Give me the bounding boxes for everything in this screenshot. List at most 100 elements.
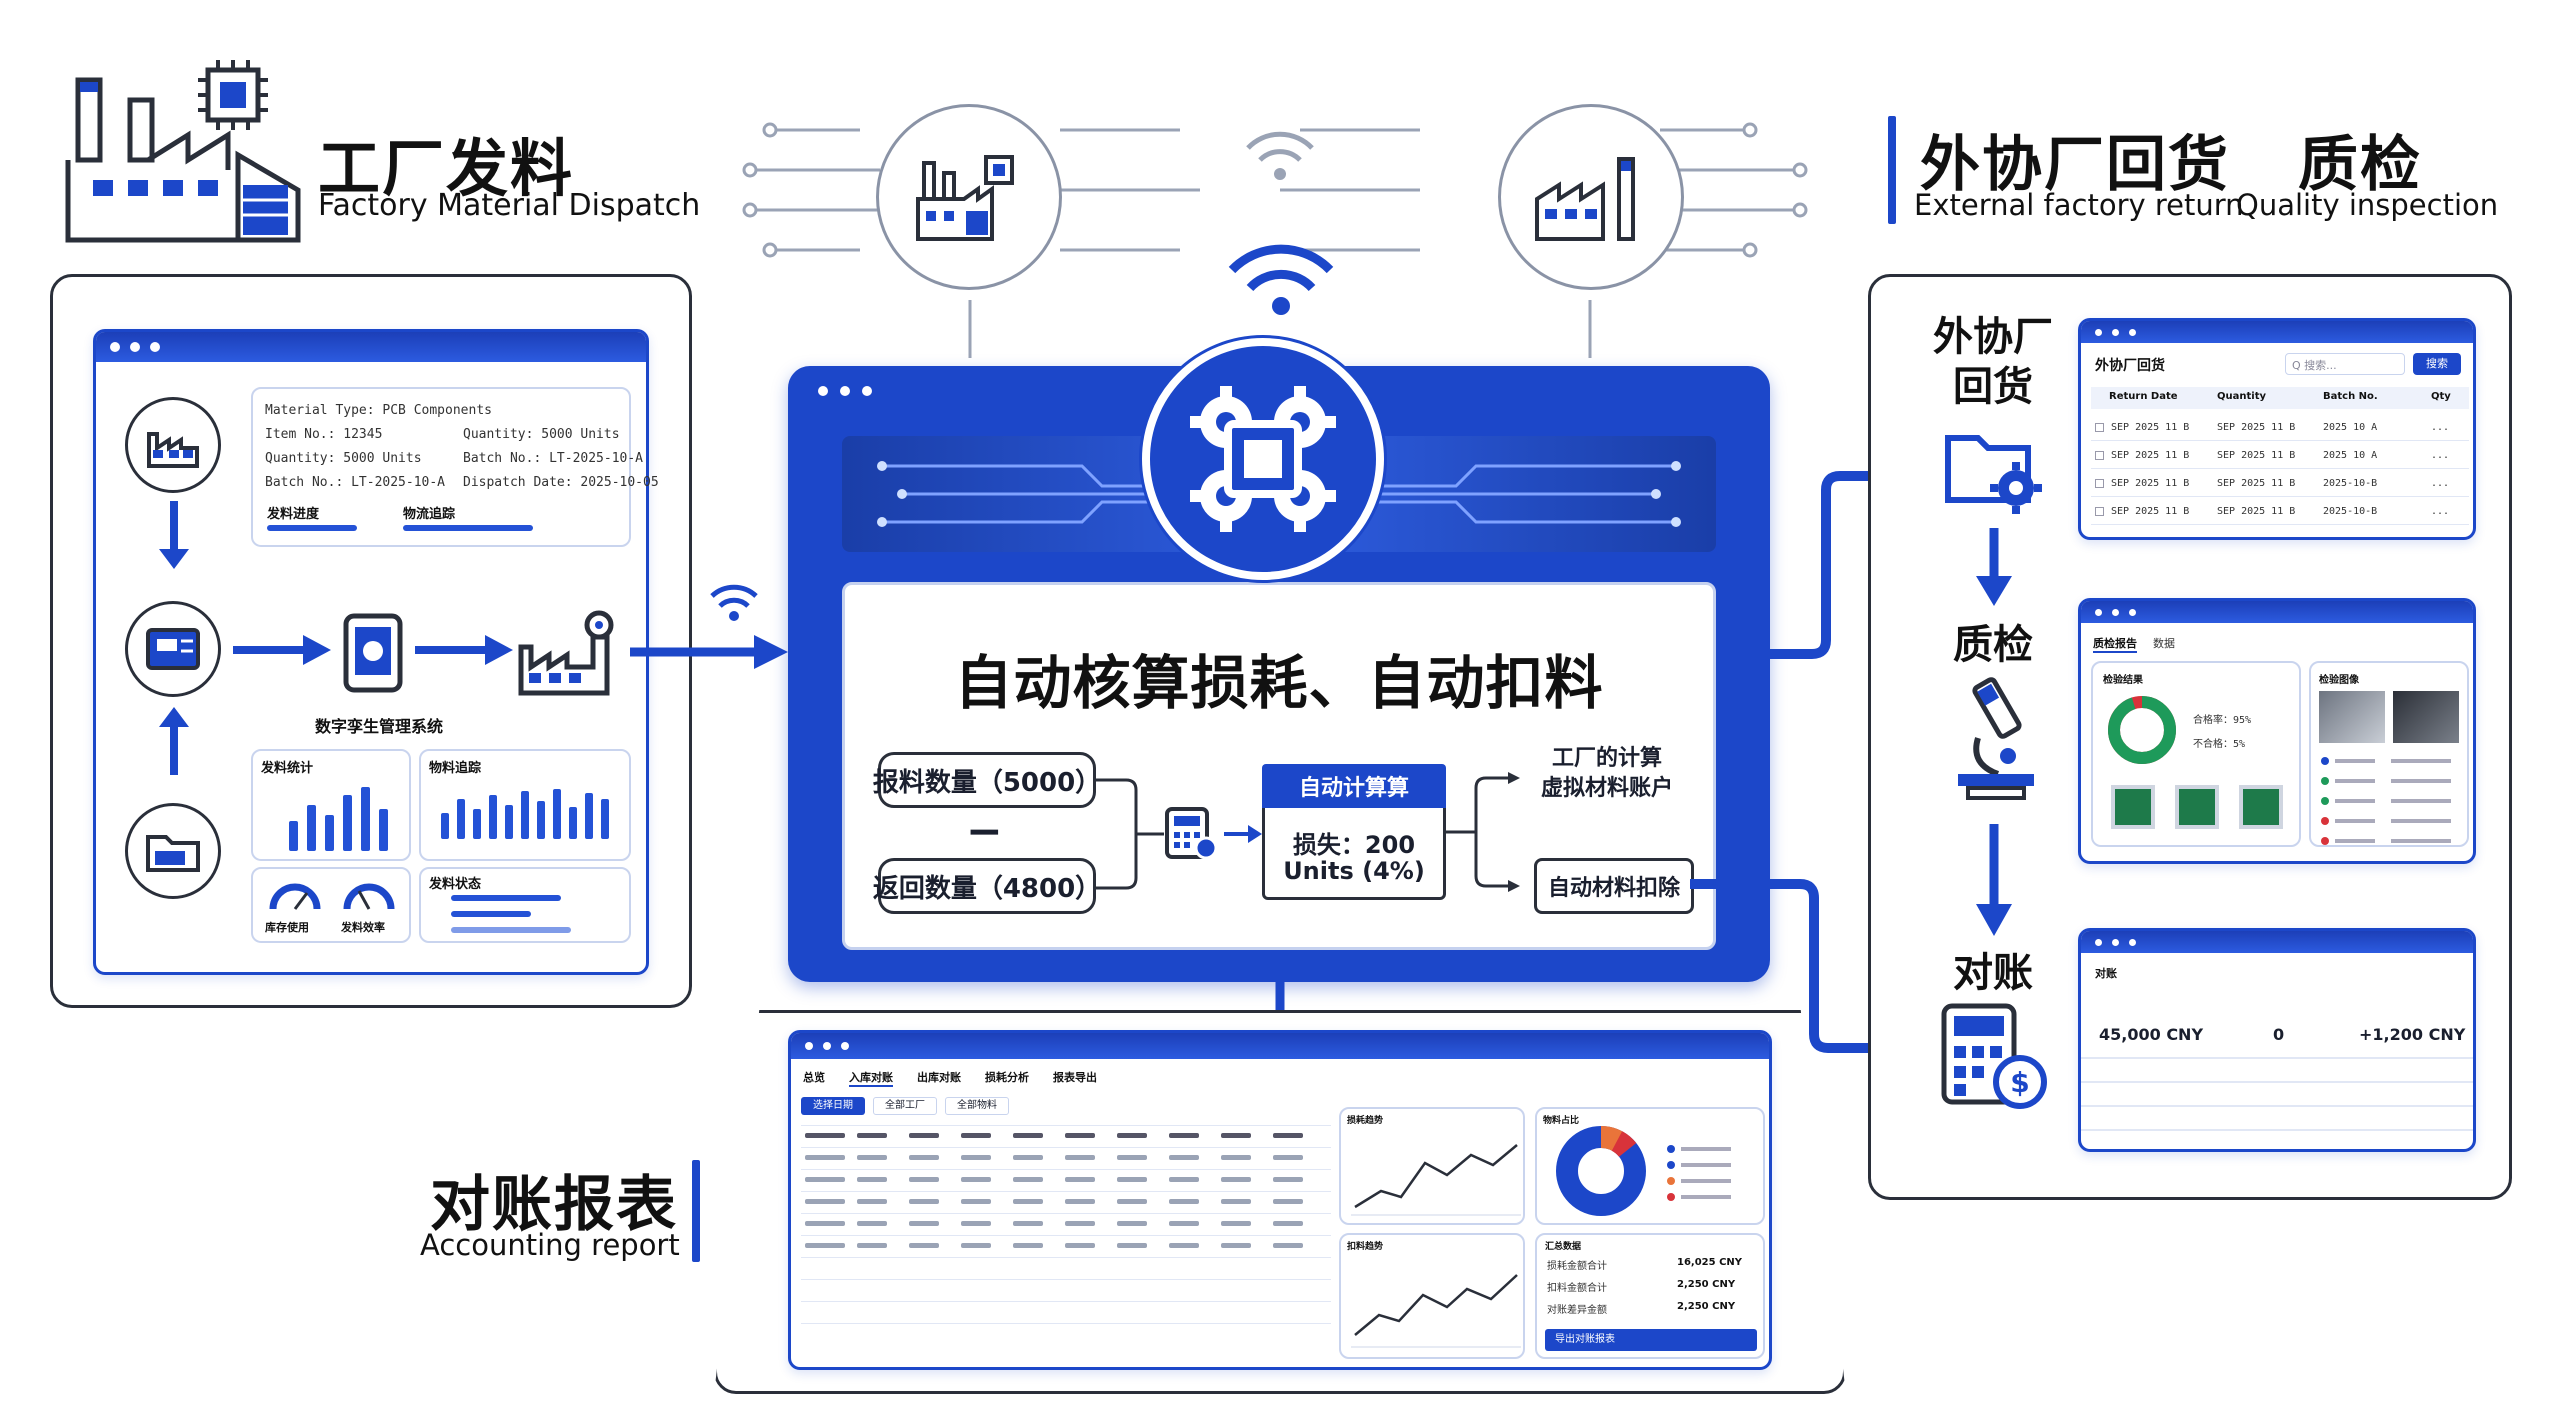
filter-material[interactable]: 全部物料 — [945, 1097, 1009, 1115]
bar-group — [283, 779, 403, 851]
tab-qc-report[interactable]: 质检报告 — [2093, 635, 2137, 653]
table-cell — [909, 1199, 939, 1204]
table-cell — [1013, 1243, 1043, 1248]
summary-label: 扣料金额合计 — [1547, 1283, 1607, 1294]
bottom-section-subtitle: Accounting report — [420, 1228, 680, 1262]
auto-deduction: 自动材料扣除 — [1534, 858, 1694, 914]
trend-chart-title: 损耗趋势 — [1347, 1116, 1384, 1126]
step-return-label: 外协厂 回货 — [1933, 314, 2053, 410]
tab-overview[interactable]: 总览 — [803, 1071, 825, 1084]
recon-value: 0 — [2273, 1025, 2285, 1044]
table-cell — [857, 1155, 887, 1160]
table-row — [801, 1169, 1331, 1170]
filter-date[interactable]: 选择日期 — [801, 1097, 865, 1115]
table-cell — [961, 1221, 991, 1226]
column-header: Return Date — [2109, 391, 2178, 402]
return-window: 外协厂回货 Q 搜索... 搜索 Return Date Quantity Ba… — [2078, 318, 2476, 540]
table-cell: 2025-10-B — [2323, 506, 2378, 517]
dispatch-bar-chart-card: 发料统计 — [251, 749, 411, 861]
search-placeholder: Q 搜索... — [2292, 359, 2337, 372]
table-cell — [961, 1199, 991, 1204]
down-arrow — [1976, 528, 2012, 606]
table-row — [801, 1235, 1331, 1236]
wifi-icon — [1226, 244, 1336, 318]
search-input[interactable]: Q 搜索... — [2285, 353, 2405, 375]
row-checkbox[interactable] — [2095, 423, 2104, 432]
search-button[interactable]: 搜索 — [2413, 353, 2461, 375]
table-cell — [1273, 1177, 1303, 1182]
row-checkbox[interactable] — [2095, 479, 2104, 488]
table-cell — [1013, 1221, 1043, 1226]
row-checkbox[interactable] — [2095, 451, 2104, 460]
table-cell: 2025 10 A — [2323, 450, 2378, 461]
summary-value: 2,250 CNY — [1677, 1301, 1736, 1312]
folder-gear-icon — [1944, 424, 2044, 514]
calc-box: 自动计算算 损失：200 Units (4%) — [1262, 764, 1446, 900]
table-cell — [961, 1243, 991, 1248]
window-titlebar — [2081, 601, 2473, 623]
to-calc-arrow — [1224, 825, 1262, 843]
table-cell — [805, 1133, 845, 1138]
bar-group-2 — [437, 783, 627, 839]
bar — [289, 821, 298, 851]
bottom-section-title: 对账报表 — [430, 1170, 678, 1240]
table-cell — [1169, 1177, 1199, 1182]
component-thumb — [2239, 785, 2283, 829]
table-cell — [909, 1155, 939, 1160]
table-row — [801, 1323, 1331, 1324]
tablet-icon — [343, 613, 403, 693]
bar — [489, 795, 497, 839]
tab-outbound[interactable]: 出库对账 — [917, 1071, 961, 1084]
right-section-subtitle-2: Quality inspection — [2236, 188, 2499, 222]
window-dots — [818, 386, 872, 396]
tab-export[interactable]: 报表导出 — [1053, 1071, 1097, 1084]
right-title-bar — [1888, 116, 1896, 224]
table-cell — [961, 1155, 991, 1160]
trend-chart-title-2: 扣料趋势 — [1347, 1242, 1384, 1252]
fail-label: 不合格：5% — [2193, 739, 2246, 750]
progress-bar-2 — [403, 525, 533, 531]
tab-inbound[interactable]: 入库对账 — [849, 1069, 893, 1087]
bar — [569, 807, 577, 839]
progress-label-1: 发料进度 — [267, 507, 320, 522]
step-qc-label: 质检 — [1953, 622, 2033, 668]
export-report-button[interactable]: 导出对账报表 — [1545, 1329, 1757, 1351]
gauge-icon — [343, 883, 395, 910]
bar — [457, 799, 465, 839]
trend-line — [1351, 1274, 1521, 1348]
pie-chart-card: 物料占比 — [1535, 1107, 1765, 1225]
bar-chart-title-2: 物料追踪 — [429, 761, 482, 776]
window-titlebar — [2081, 321, 2473, 343]
bar-chart-title: 发料统计 — [261, 761, 314, 776]
table-cell — [1065, 1199, 1095, 1204]
svg-text:$: $ — [2010, 1066, 2029, 1099]
factory-gear-icon — [515, 607, 625, 697]
table-cell — [1065, 1133, 1095, 1138]
filter-factory[interactable]: 全部工厂 — [873, 1097, 937, 1115]
table-cell — [909, 1243, 939, 1248]
bar — [361, 787, 370, 851]
table-row — [801, 1301, 1331, 1302]
table-cell: ... — [2431, 422, 2450, 433]
minus-sign: − — [966, 806, 1003, 857]
row-checkbox[interactable] — [2095, 507, 2104, 516]
table-cell — [857, 1243, 887, 1248]
pie-chart-title: 物料占比 — [1543, 1116, 1580, 1126]
info-row-2a: Item No.: 12345 — [265, 427, 383, 442]
tab-loss[interactable]: 损耗分析 — [985, 1071, 1029, 1084]
inspection-image — [2393, 691, 2459, 743]
bar — [537, 801, 545, 839]
bar — [601, 799, 609, 839]
tab-data[interactable]: 数据 — [2153, 637, 2175, 650]
table-cell — [909, 1177, 939, 1182]
calc-title: 自动计算算 — [1262, 764, 1446, 808]
factory-icon — [1498, 104, 1684, 290]
factory-icon — [125, 397, 221, 493]
merge-connector — [1096, 778, 1164, 890]
table-cell — [1221, 1155, 1251, 1160]
dispatch-bar-chart-card-2: 物料追踪 — [419, 749, 631, 861]
